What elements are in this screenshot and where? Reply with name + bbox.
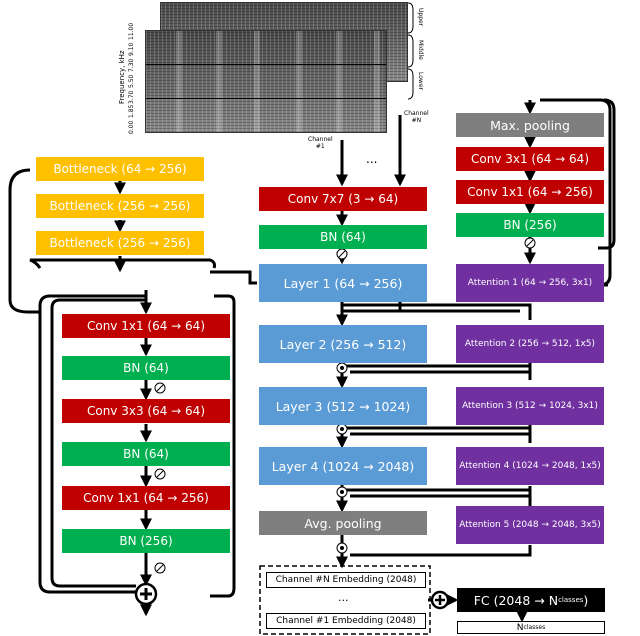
bottleneck-2: Bottleneck (256 → 256) bbox=[36, 194, 204, 218]
embedding-first: Channel #1 Embedding (2048) bbox=[266, 613, 426, 629]
layer-1: Layer 1 (64 → 256) bbox=[259, 264, 427, 302]
attention-5: Attention 5 (2048 → 2048, 3x5) bbox=[456, 506, 604, 544]
max-pooling: Max. pooling bbox=[456, 113, 604, 137]
avg-pooling: Avg. pooling bbox=[259, 511, 427, 535]
embedding-last: Channel #N Embedding (2048) bbox=[266, 572, 426, 588]
attention-3: Attention 3 (512 → 1024, 3x1) bbox=[456, 387, 604, 425]
att-conv3x1: Conv 3x1 (64 → 64) bbox=[456, 147, 604, 171]
attention-4: Attention 4 (1024 → 2048, 1x5) bbox=[456, 447, 604, 485]
embedding-ellipsis: ... bbox=[338, 591, 349, 604]
detail-conv3x3: Conv 3x3 (64 → 64) bbox=[62, 399, 230, 423]
att-conv1x1: Conv 1x1 (64 → 256) bbox=[456, 180, 604, 204]
channel-first-label: Channel #1 bbox=[308, 136, 333, 150]
spectrogram-front bbox=[145, 30, 387, 133]
detail-conv1x1-a: Conv 1x1 (64 → 64) bbox=[62, 314, 230, 338]
layer-4: Layer 4 (1024 → 2048) bbox=[259, 447, 427, 485]
bottleneck-3: Bottleneck (256 → 256) bbox=[36, 231, 204, 255]
spectrogram-ylabel: Frequency, kHz bbox=[118, 50, 126, 104]
plus-sum-icon bbox=[134, 582, 450, 610]
attention-1: Attention 1 (64 → 256, 3x1) bbox=[456, 264, 604, 302]
layer-2: Layer 2 (256 → 512) bbox=[259, 325, 427, 363]
detail-bn-a: BN (64) bbox=[62, 356, 230, 380]
bottleneck-1: Bottleneck (64 → 256) bbox=[36, 157, 204, 181]
conv7x7: Conv 7x7 (3 → 64) bbox=[259, 187, 427, 211]
attention-2: Attention 2 (256 → 512, 1x5) bbox=[456, 325, 604, 363]
detail-bn-c: BN (256) bbox=[62, 529, 230, 553]
att-bn: BN (256) bbox=[456, 213, 604, 237]
layer-3: Layer 3 (512 → 1024) bbox=[259, 387, 427, 425]
backbone-bn: BN (64) bbox=[259, 225, 427, 249]
channel-last-label: Channel #N bbox=[404, 110, 429, 124]
channel-ellipsis: ... bbox=[366, 152, 378, 166]
detail-conv1x1-b: Conv 1x1 (64 → 256) bbox=[62, 486, 230, 510]
detail-bn-b: BN (64) bbox=[62, 442, 230, 466]
